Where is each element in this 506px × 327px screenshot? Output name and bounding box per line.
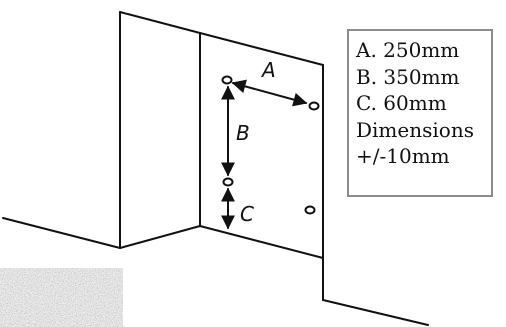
fixing-hole-lower-right — [304, 205, 316, 215]
left-wall-top — [119, 11, 201, 34]
label-a: A — [260, 58, 276, 82]
legend-line-c: C. 60mm — [356, 91, 447, 115]
floor-edge-left — [2, 217, 121, 249]
legend-line-b: B. 350mm — [356, 64, 460, 89]
legend-line-dimensions: Dimensions — [356, 117, 474, 142]
texture-swatch — [0, 268, 123, 327]
dimension-arrow-a — [231, 79, 308, 107]
legend-line-tolerance: +/-10mm — [356, 144, 450, 168]
fixing-hole-top-left — [221, 75, 233, 85]
fixing-hole-middle-left — [222, 177, 234, 187]
label-c: C — [240, 202, 254, 226]
fixing-hole-top-right — [308, 101, 320, 111]
legend-line-a: A. 250mm — [356, 38, 460, 62]
floor-edge-front — [119, 225, 201, 249]
dimensions-legend: A. 250mm B. 350mm C. 60mm Dimensions +/-… — [347, 29, 493, 197]
floor-edge-right — [322, 299, 429, 326]
door-top — [199, 32, 324, 66]
door-bottom — [199, 225, 324, 259]
label-b: B — [236, 121, 250, 145]
